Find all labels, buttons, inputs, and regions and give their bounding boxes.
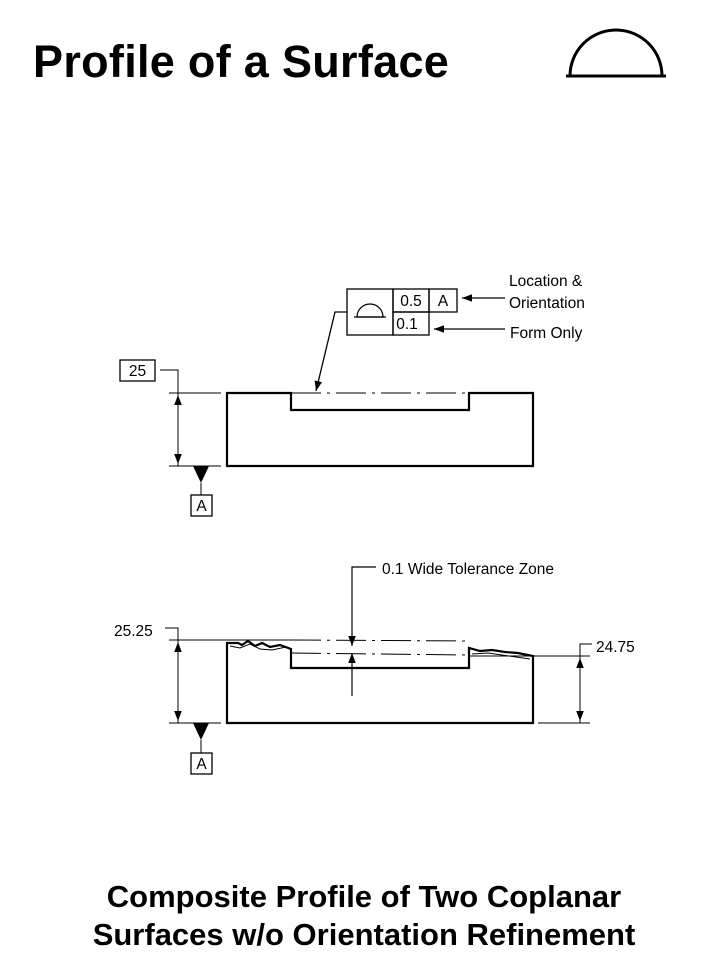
tolerance-zone-leader [348,566,376,646]
surface-variation-left [229,643,287,651]
lower-limit-value: 24.75 [596,639,635,656]
surface-variation-right [471,652,531,660]
zone-boundary-upper [290,639,470,642]
zone-boundary-lower [290,652,470,656]
upper-limit-value: 25.25 [114,623,153,640]
part-outline-top [225,391,535,468]
figure-caption: Composite Profile of Two Coplanar Surfac… [0,878,728,954]
page-title: Profile of a Surface [33,36,450,87]
form-only-label: Form Only [510,325,583,342]
fcf-upper-tolerance: 0.5 [400,293,422,310]
fcf-leader-arrow [314,311,347,392]
basic-dimension-box [119,359,156,382]
upper-limit-leader [165,627,179,723]
feature-control-frame: 0.5 A 0.1 [346,288,458,336]
fcf-datum-reference: A [438,293,449,310]
caption-line-2: Surfaces w/o Orientation Refinement [92,917,636,952]
location-callout-label: Location & [509,273,583,290]
profile-symbol-icon [354,303,386,318]
datum-label-top: A [196,498,207,515]
orientation-callout-label: Orientation [509,295,585,312]
datum-feature-symbol-top [190,466,213,517]
basic-dimension-value: 25 [129,363,146,380]
datum-feature-symbol-bottom [190,723,213,775]
fcf-lower-tolerance: 0.1 [396,316,418,333]
profile-of-a-surface-icon [566,28,666,78]
tolerance-zone-label: 0.1 Wide Tolerance Zone [382,561,554,578]
datum-label-bottom: A [196,756,207,773]
caption-line-1: Composite Profile of Two Coplanar [106,879,622,914]
dimension-leader-top [160,369,179,466]
